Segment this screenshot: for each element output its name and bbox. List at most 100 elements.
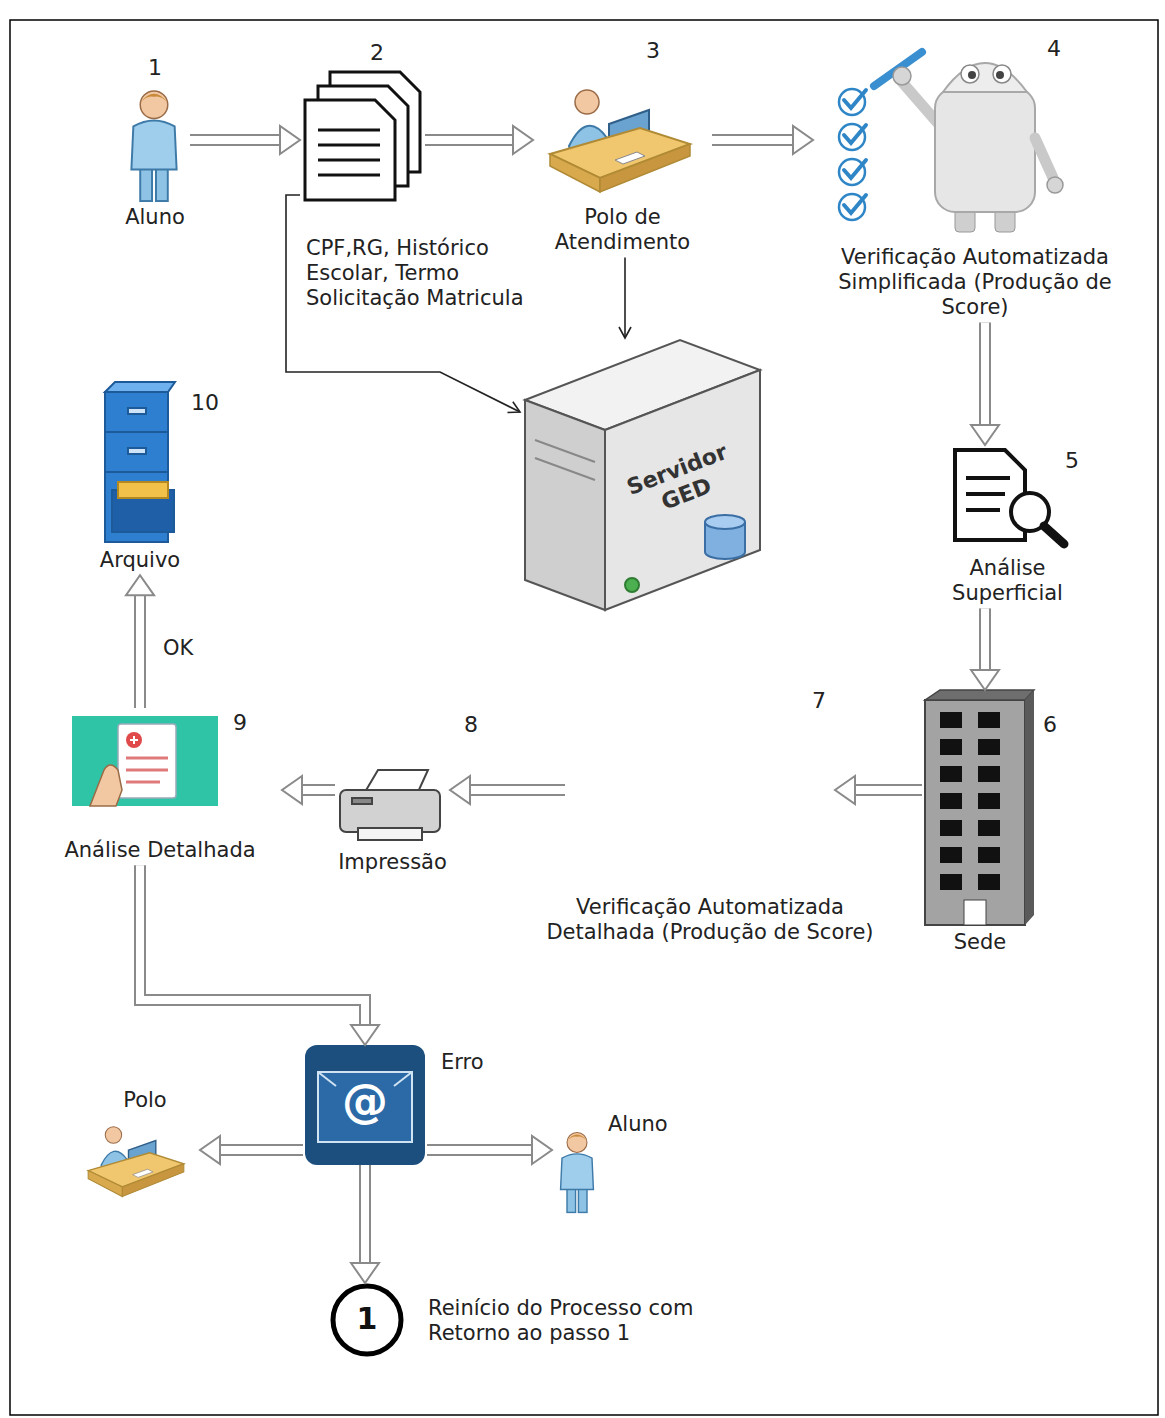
arrow-head (450, 776, 470, 804)
arrow-head (619, 327, 631, 338)
document-stack (305, 72, 420, 200)
analysis-icon (955, 450, 1064, 544)
document-node: 2CPF,RG, Histórico Escolar, Termo Solici… (300, 38, 425, 202)
printer-node: 8Impressão (335, 768, 450, 843)
arrow-head (507, 402, 520, 413)
printer-icon (340, 770, 440, 840)
server-node: Servidor GED (520, 338, 765, 613)
student-node: 1Aluno (118, 53, 190, 203)
block-arrow (200, 1136, 303, 1164)
arrow-outline (979, 608, 991, 670)
node-label: Verificação Automatizada Simplificada (P… (815, 245, 1135, 321)
archive-node: 10Arquivo (78, 382, 227, 575)
window (940, 847, 962, 863)
arrow-body (981, 323, 989, 425)
node-label: Verificação Automatizada Detalhada (Prod… (535, 895, 885, 945)
step-number: 3 (638, 38, 668, 64)
node-label: Polo de Atendimento (535, 205, 710, 255)
block-arrow (835, 776, 922, 804)
block-arrow (190, 126, 300, 154)
branch-desk-figure (88, 1127, 184, 1197)
arrow-body (981, 608, 989, 670)
archive-cabinet (105, 382, 175, 542)
step-number: 2 (362, 40, 392, 66)
arrow-outline (855, 784, 922, 796)
service-desk-node: 3Polo de Atendimento (533, 36, 712, 257)
window (978, 847, 1000, 863)
arrow-head (280, 126, 300, 154)
window (978, 874, 1000, 890)
arrow-outline (712, 134, 793, 146)
arrow-body (190, 136, 280, 144)
arrow-outline (134, 595, 146, 708)
window (940, 874, 962, 890)
arrow-body (302, 786, 335, 794)
node-label: Análise Detalhada (40, 838, 280, 863)
student-node: Aluno (552, 1125, 602, 1217)
robot-node: 7Verificação Automatizada Detalhada (Pro… (565, 686, 835, 885)
node-label: Sede (925, 930, 1035, 955)
detailed-review-icon (72, 716, 218, 806)
building-node: 6Sede (922, 690, 1066, 957)
window (978, 712, 1000, 728)
node-label: @ (305, 1074, 425, 1129)
arrow-outline (359, 1165, 371, 1263)
node-label: Polo (95, 1088, 195, 1113)
arrow-outline (140, 865, 365, 1025)
robot-figure (839, 52, 1063, 232)
thin-arrow (619, 257, 631, 338)
block-arrow (140, 865, 379, 1045)
arrow-head (835, 776, 855, 804)
window (940, 820, 962, 836)
arrow-head (513, 126, 533, 154)
window (940, 766, 962, 782)
node-label: Reinício do Processo com Retorno ao pass… (428, 1296, 698, 1346)
window (940, 793, 962, 809)
edge-label: Erro (438, 1050, 487, 1075)
arrow-body (361, 1165, 369, 1263)
block-arrow (971, 323, 999, 445)
step-number: 8 (457, 712, 485, 738)
window (978, 739, 1000, 755)
arrow-body (427, 1146, 532, 1154)
service-desk-figure (550, 90, 690, 192)
email-icon (305, 1045, 425, 1165)
arrow-body (855, 786, 922, 794)
arrow-outline (190, 134, 280, 146)
block-arrow (712, 126, 813, 154)
student-figure (561, 1132, 594, 1212)
email-node: @ (303, 1045, 427, 1165)
arrow-body (712, 136, 793, 144)
arrow-outline (302, 784, 335, 796)
node-label: Servidor GED (603, 431, 762, 534)
node-label: 1 (330, 1301, 404, 1337)
step-number: 6 (1036, 712, 1064, 738)
arrow-body (470, 786, 565, 794)
step-number: 4 (1040, 36, 1068, 62)
window (940, 739, 962, 755)
arrow-head (200, 1136, 220, 1164)
step-number: 1 (140, 55, 170, 81)
headquarters-building (925, 690, 1034, 925)
window (940, 712, 962, 728)
arrow-head (126, 575, 154, 595)
arrow-head (971, 670, 999, 690)
branch-node: Polo (72, 1120, 200, 1202)
block-arrow (427, 1136, 552, 1164)
node-label: Aluno (95, 205, 215, 230)
arrow-outline (979, 323, 991, 425)
window (978, 793, 1000, 809)
node-label: CPF,RG, Histórico Escolar, Termo Solicit… (306, 236, 528, 312)
arrow-head (351, 1263, 379, 1283)
window (978, 820, 1000, 836)
arrow-line (624, 257, 626, 338)
node-label: Análise Superficial (925, 556, 1090, 606)
block-arrow (425, 126, 533, 154)
step-number: 5 (1058, 448, 1086, 474)
step-number: 9 (225, 710, 255, 736)
block-arrow (971, 608, 999, 690)
block-arrow (126, 575, 154, 708)
analysis-node: 5Análise Superficial (923, 445, 1092, 608)
arrow-body (425, 136, 513, 144)
